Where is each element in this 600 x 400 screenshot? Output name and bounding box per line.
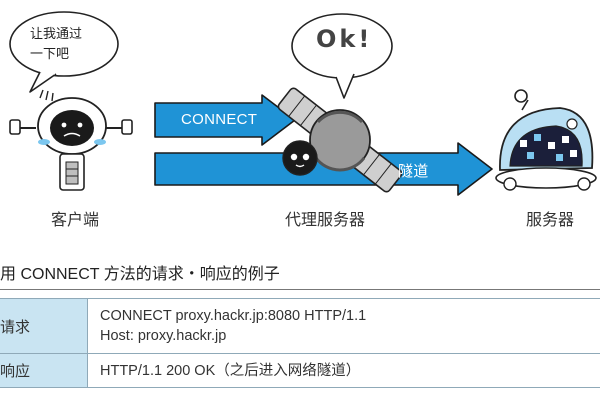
server-robot-icon [495, 89, 597, 191]
client-speech-line2: 一下吧 [30, 47, 70, 62]
response-content: HTTP/1.1 200 OK（之后进入网络隧道） [87, 353, 600, 388]
row-label-text: 请求 [0, 318, 31, 336]
connect-arrow [154, 94, 296, 146]
tunnel-arrow-label: 隧道 [398, 163, 429, 180]
response-line: HTTP/1.1 200 OK（之后进入网络隧道） [100, 362, 361, 379]
connect-tunnel-illustration [9, 11, 597, 196]
server-caption: 服务器 [525, 212, 574, 229]
client-robot-icon [9, 89, 133, 191]
proxy-speech-text: Ok! [316, 25, 373, 53]
request-line: Host: proxy.hackr.jp [100, 328, 227, 344]
client-speech-bubble [9, 11, 119, 93]
request-content: CONNECT proxy.hackr.jp:8080 HTTP/1.1 Hos… [87, 298, 600, 354]
row-label-request: 请求 [0, 298, 88, 354]
proxy-caption: 代理服务器 [284, 212, 365, 229]
proxy-speech-bubble [291, 13, 393, 99]
client-speech-line1: 让我通过 [30, 27, 83, 42]
title-divider [0, 289, 600, 290]
table-title: 用 CONNECT 方法的请求・响应的例子 [0, 266, 280, 283]
tunnel-arrow [154, 142, 493, 196]
table-row: 请求 CONNECT proxy.hackr.jp:8080 HTTP/1.1 … [0, 298, 600, 354]
row-label-text: 响应 [0, 363, 31, 380]
request-line: CONNECT proxy.hackr.jp:8080 HTTP/1.1 [100, 308, 367, 324]
connect-arrow-label: CONNECT [181, 111, 258, 128]
request-response-table: 请求 CONNECT proxy.hackr.jp:8080 HTTP/1.1 … [0, 298, 600, 388]
table-row: 响应 HTTP/1.1 200 OK（之后进入网络隧道） [0, 353, 600, 388]
row-label-response: 响应 [0, 353, 88, 388]
client-caption: 客户端 [50, 212, 99, 229]
proxy-server-icon [277, 87, 403, 193]
